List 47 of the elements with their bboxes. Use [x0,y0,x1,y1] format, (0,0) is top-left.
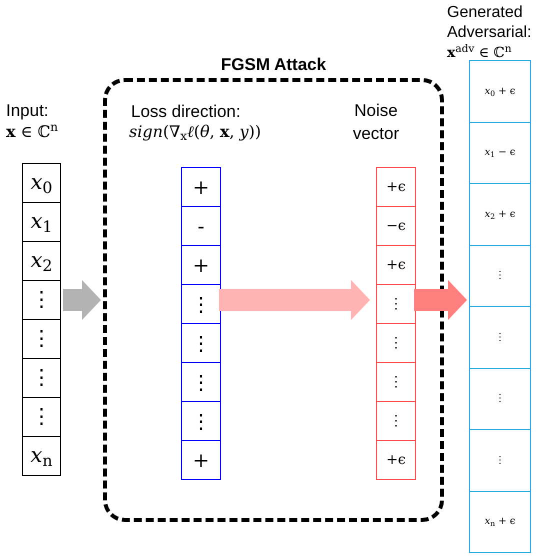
vector-cell: ⋮ [182,362,220,401]
vector-cell: −ϵ [377,206,415,245]
vector-cell: ⋮ [377,401,415,440]
vector-column [376,167,416,480]
vector-cell: x$_{n}$ + ϵ [470,490,530,552]
vector-cell: ⋮ [470,306,530,368]
column-heading: Loss direction: [131,101,242,123]
vector-cell: ⋮ [470,244,530,306]
vector-cell-text: x$_{0}$ + ϵ [484,84,516,100]
vector-cell: ⋮ [470,429,530,490]
vector-column [469,60,531,553]
vector-cell: ⋮ [377,284,415,323]
vector-cell: ⋮ [182,401,220,440]
vector-cell: +ϵ [377,245,415,284]
vector-cell: ⋮ [377,362,415,401]
vector-cell: x$_{2}$ [23,241,60,280]
vector-cell: ⋮ [23,280,60,319]
vector-column [181,167,221,480]
vector-cell: ⋮ [23,358,60,397]
vector-cell-text: +ϵ [385,178,407,196]
vector-column [22,163,61,476]
box-title: FGSM Attack [220,54,328,76]
vector-cell: + [182,245,220,284]
vector-cell: ⋮ [23,319,60,358]
block-arrow [414,280,467,320]
vector-cell: - [182,206,220,245]
column-heading: x$^{adv}$ ∈ ℂ$^{n}$ [447,43,512,63]
vector-cell: ⋮ [182,284,220,323]
column-heading: Input: [6,100,50,122]
vector-cell: ⋮ [23,397,60,436]
vector-cell: x$_{n}$ [23,436,60,475]
vector-cell: x$_{1}$ − ϵ [470,122,530,183]
vector-cell: ⋮ [470,368,530,429]
vector-cell: x$_{2}$ + ϵ [470,183,530,244]
vector-cell-text: + [192,174,210,201]
vector-cell: +ϵ [377,440,415,479]
vector-cell: + [182,440,220,479]
vector-cell: x$_{1}$ [23,202,60,241]
vector-cell: ⋮ [377,323,415,362]
column-heading: Generated Adversarial: [447,3,532,43]
block-arrow [219,280,370,320]
vector-cell-text: x$_{0}$ [30,169,54,200]
column-heading: x ∈ ℂ$^{n}$ [6,120,60,143]
vector-cell: ⋮ [182,323,220,362]
column-heading: Noise vector [352,100,400,145]
block-arrow [63,280,101,320]
column-heading: sign(∇$_{x}$ℓ(θ, x, y)) [129,121,262,144]
